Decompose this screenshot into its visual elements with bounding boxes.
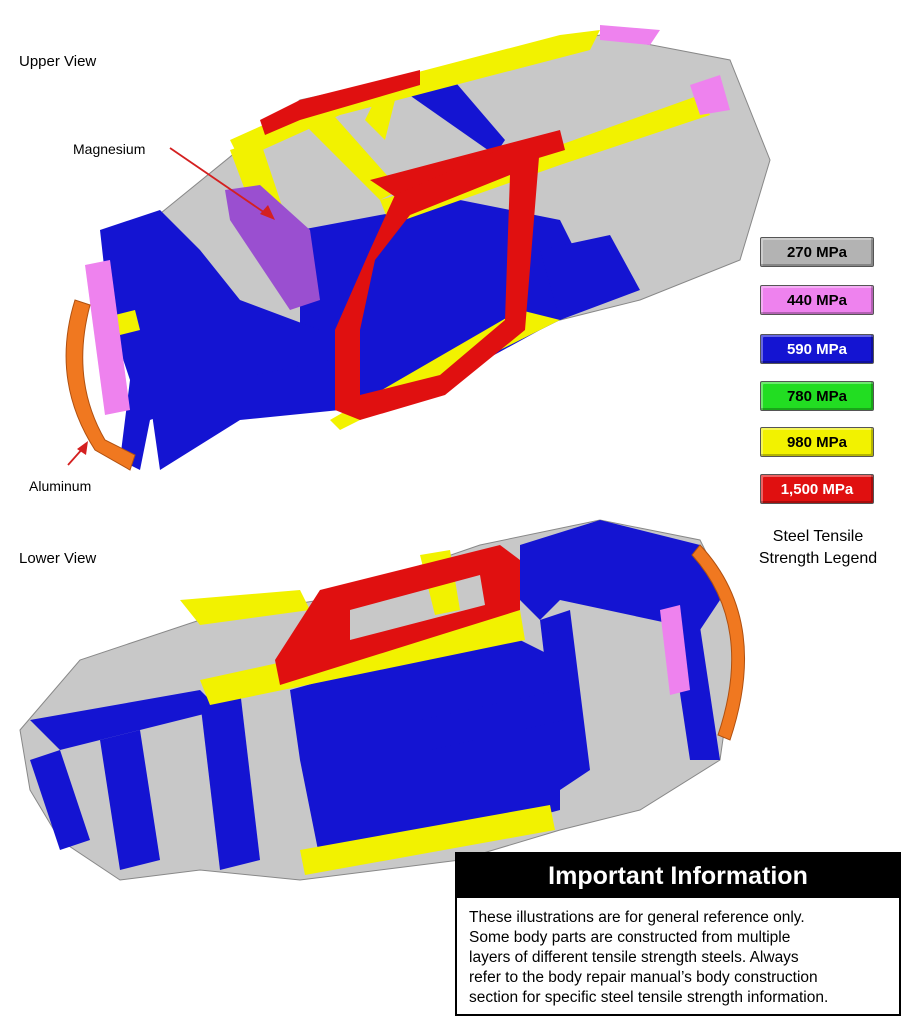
magnesium-callout: Magnesium: [73, 141, 146, 157]
legend-270-mpa: 270 MPa: [760, 237, 874, 267]
legend-label: 270 MPa: [786, 243, 848, 261]
important-information-box: Important Information These illustration…: [455, 852, 901, 1016]
info-line: Some body parts are constructed from mul…: [469, 929, 791, 946]
info-line: layers of different tensile strength ste…: [469, 949, 799, 966]
upper-view-label: Upper View: [19, 53, 97, 70]
legend-label: 590 MPa: [786, 340, 848, 358]
info-line: section for specific steel tensile stren…: [469, 989, 829, 1006]
legend-1500-mpa: 1,500 MPa: [760, 474, 874, 504]
callout-arrows: [67, 147, 275, 466]
legend-440-mpa: 440 MPa: [760, 285, 874, 315]
legend-590-mpa: 590 MPa: [760, 334, 874, 364]
legend-title: Steel Tensile Strength Legend: [748, 526, 888, 570]
legend-980-mpa: 980 MPa: [760, 427, 874, 457]
lower-view-label: Lower View: [19, 550, 97, 567]
aluminum-callout: Aluminum: [29, 478, 92, 494]
lower-view-body: [19, 519, 745, 881]
info-line: refer to the body repair manual’s body c…: [469, 969, 818, 986]
legend-label: 1,500 MPa: [780, 480, 854, 498]
legend-780-mpa: 780 MPa: [760, 381, 874, 411]
legend-title-line1: Steel Tensile: [772, 528, 864, 545]
legend-label: 980 MPa: [786, 433, 848, 451]
info-title: Important Information: [457, 854, 899, 898]
info-line: These illustrations are for general refe…: [469, 909, 805, 926]
legend-label: 440 MPa: [786, 291, 848, 309]
upper-view-body: [65, 25, 771, 471]
info-body: These illustrations are for general refe…: [457, 898, 899, 1008]
legend-label: 780 MPa: [786, 387, 848, 405]
legend-title-line2: Strength Legend: [758, 550, 878, 567]
